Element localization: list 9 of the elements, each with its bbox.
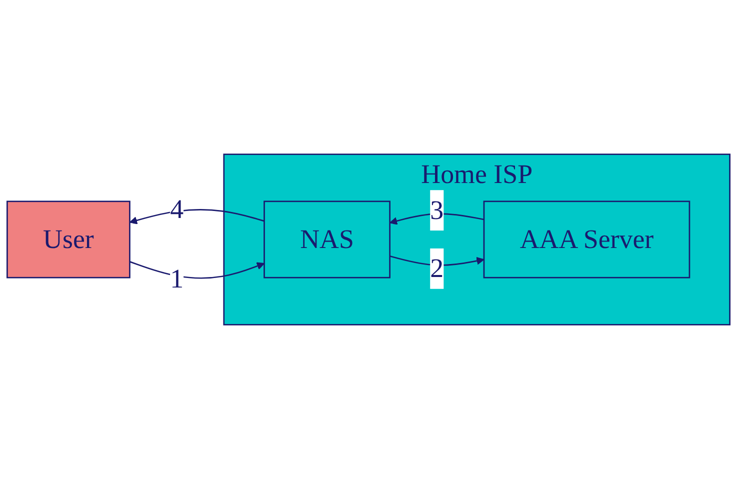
edge-label: 3 — [430, 196, 444, 226]
arrow — [129, 209, 264, 224]
arrow — [130, 261, 265, 279]
edge-label: 1 — [170, 264, 184, 294]
node-box: User — [6, 200, 130, 278]
edge-label: 4 — [170, 194, 184, 224]
node-box: AAA Server — [483, 200, 690, 278]
edge-label: 2 — [430, 254, 444, 284]
node-box: NAS — [264, 200, 390, 278]
